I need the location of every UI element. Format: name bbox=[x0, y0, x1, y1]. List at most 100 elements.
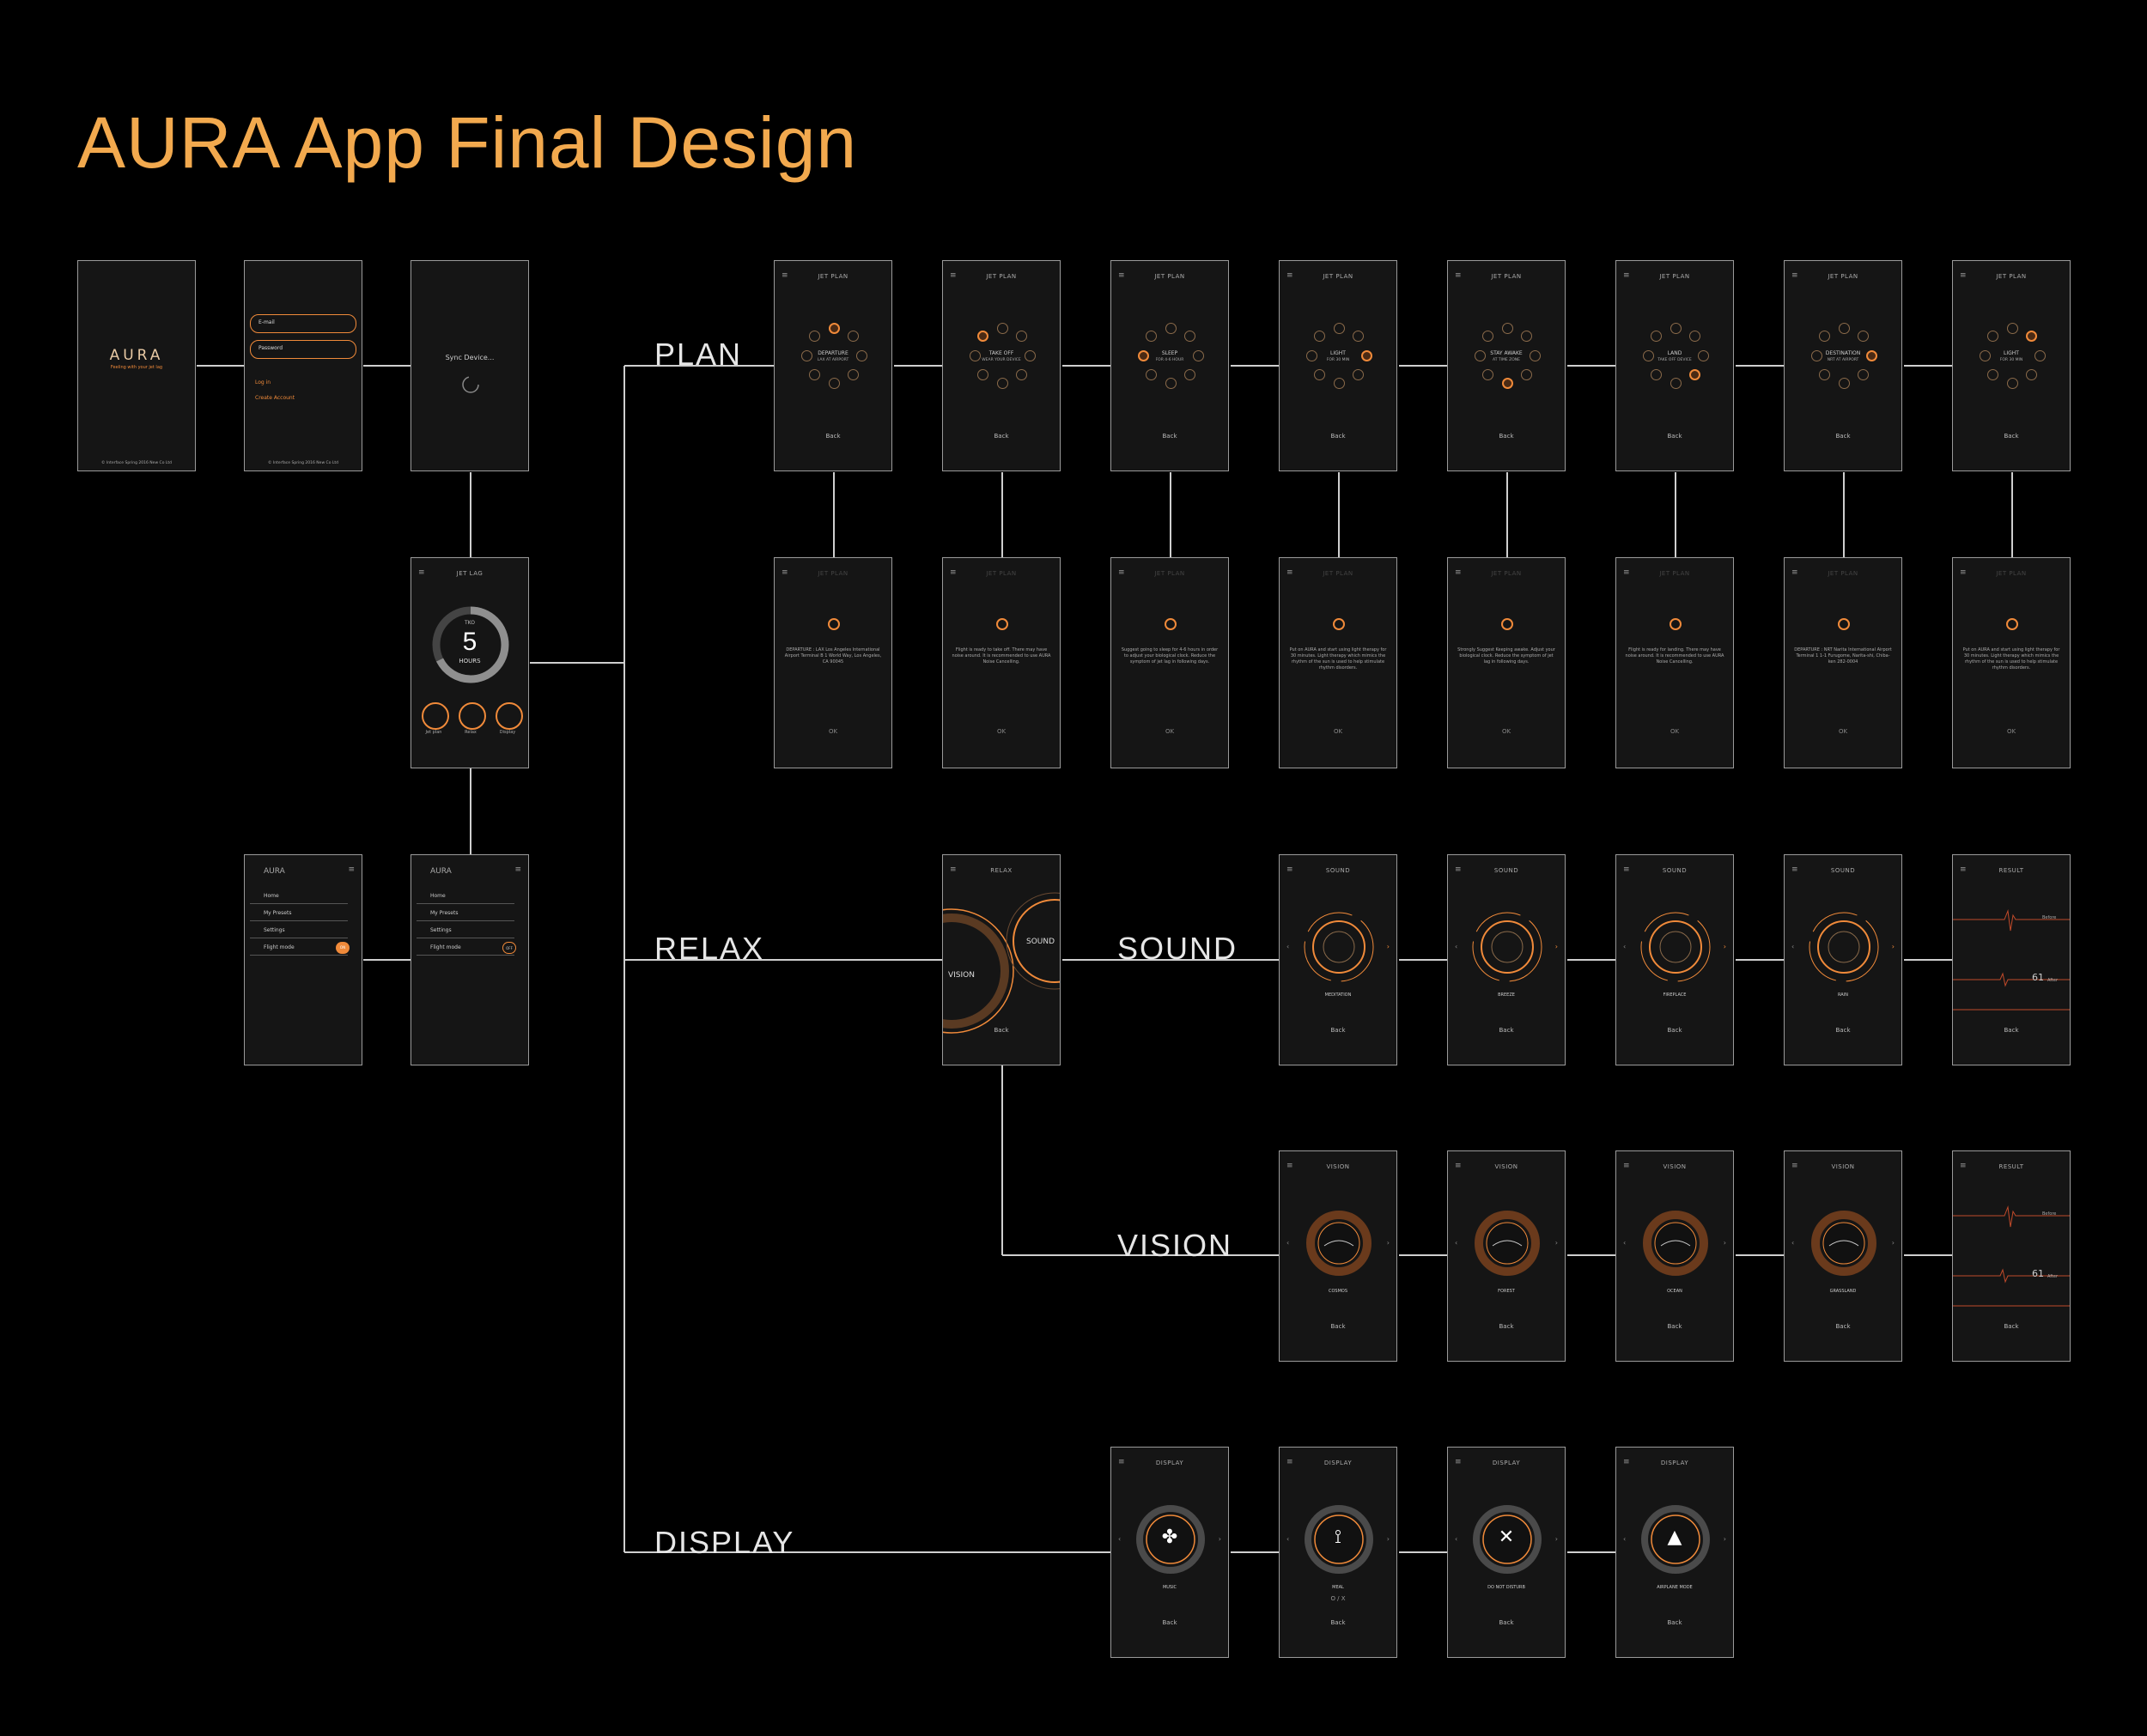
menu-icon[interactable]: ≡ bbox=[418, 568, 425, 577]
menu-icon[interactable]: ≡ bbox=[782, 271, 788, 280]
menu-icon[interactable]: ≡ bbox=[1623, 865, 1630, 874]
chevron-left-icon[interactable]: ‹ bbox=[1791, 943, 1795, 950]
ok-button[interactable]: OK bbox=[1838, 728, 1848, 735]
menu-icon[interactable]: ≡ bbox=[1118, 568, 1125, 577]
menu-item-settings[interactable]: Settings bbox=[417, 924, 514, 938]
step-icon[interactable] bbox=[1529, 349, 1541, 361]
menu-icon[interactable]: ≡ bbox=[1455, 1162, 1462, 1170]
vision-dial[interactable] bbox=[1805, 1205, 1882, 1282]
flight-mode-toggle[interactable]: ON bbox=[336, 942, 350, 954]
back-button[interactable]: Back bbox=[825, 433, 841, 440]
step-icon[interactable] bbox=[1145, 330, 1157, 342]
menu-icon[interactable]: ≡ bbox=[1960, 271, 1967, 280]
password-field[interactable]: Password bbox=[250, 340, 356, 359]
chevron-right-icon[interactable]: › bbox=[1554, 1535, 1558, 1543]
menu-item-presets[interactable]: My Presets bbox=[250, 907, 348, 921]
chevron-left-icon[interactable]: ‹ bbox=[1791, 1239, 1795, 1247]
step-icon[interactable] bbox=[1137, 349, 1149, 361]
step-icon[interactable] bbox=[2006, 322, 2018, 334]
step-icon[interactable] bbox=[2006, 377, 2018, 389]
step-icon[interactable] bbox=[1360, 349, 1372, 361]
menu-icon[interactable]: ≡ bbox=[1455, 271, 1462, 280]
menu-icon[interactable]: ≡ bbox=[1623, 271, 1630, 280]
back-button[interactable]: Back bbox=[1835, 1323, 1851, 1330]
step-icon[interactable] bbox=[1818, 369, 1830, 381]
menu-icon[interactable]: ≡ bbox=[1118, 271, 1125, 280]
step-icon[interactable] bbox=[996, 322, 1008, 334]
chevron-right-icon[interactable]: › bbox=[1723, 1535, 1726, 1543]
back-button[interactable]: Back bbox=[1499, 1027, 1514, 1034]
step-icon[interactable] bbox=[1670, 377, 1682, 389]
step-icon[interactable] bbox=[1333, 322, 1345, 334]
sound-dial[interactable] bbox=[1637, 908, 1714, 986]
step-icon[interactable] bbox=[1689, 330, 1701, 342]
menu-item-settings[interactable]: Settings bbox=[250, 924, 348, 938]
back-button[interactable]: Back bbox=[994, 1027, 1009, 1034]
vision-dial[interactable] bbox=[1637, 1205, 1714, 1282]
back-button[interactable]: Back bbox=[1667, 1323, 1682, 1330]
step-icon[interactable] bbox=[1986, 330, 1998, 342]
back-button[interactable]: Back bbox=[1835, 1027, 1851, 1034]
jet-plan-button[interactable] bbox=[422, 702, 449, 730]
chevron-left-icon[interactable]: ‹ bbox=[1623, 1239, 1627, 1247]
ok-button[interactable]: OK bbox=[1333, 728, 1343, 735]
menu-icon[interactable]: ≡ bbox=[1791, 865, 1798, 874]
menu-icon[interactable]: ≡ bbox=[1455, 1458, 1462, 1466]
back-button[interactable]: Back bbox=[1499, 1619, 1514, 1626]
menu-icon[interactable]: ≡ bbox=[1960, 865, 1967, 874]
step-icon[interactable] bbox=[2034, 349, 2046, 361]
display-dial[interactable] bbox=[1300, 1501, 1378, 1578]
step-icon[interactable] bbox=[808, 330, 820, 342]
chevron-right-icon[interactable]: › bbox=[1386, 943, 1390, 950]
step-icon[interactable] bbox=[1650, 330, 1662, 342]
step-icon[interactable] bbox=[848, 330, 860, 342]
step-icon[interactable] bbox=[1521, 330, 1533, 342]
step-icon[interactable] bbox=[1979, 349, 1991, 361]
ok-button[interactable]: OK bbox=[1670, 728, 1680, 735]
chevron-left-icon[interactable]: ‹ bbox=[1286, 1535, 1290, 1543]
menu-icon[interactable]: ≡ bbox=[950, 271, 957, 280]
back-button[interactable]: Back bbox=[1330, 433, 1346, 440]
chevron-right-icon[interactable]: › bbox=[1386, 1535, 1390, 1543]
back-button[interactable]: Back bbox=[2004, 1323, 2019, 1330]
step-icon[interactable] bbox=[1016, 330, 1028, 342]
email-field[interactable]: E-mail bbox=[250, 314, 356, 333]
step-icon[interactable] bbox=[1697, 349, 1709, 361]
menu-icon[interactable]: ≡ bbox=[1286, 271, 1293, 280]
menu-item-flight-mode[interactable]: Flight mode bbox=[417, 941, 514, 956]
step-icon[interactable] bbox=[976, 330, 988, 342]
chevron-right-icon[interactable]: › bbox=[1218, 1535, 1221, 1543]
menu-icon[interactable]: ≡ bbox=[1286, 568, 1293, 577]
chevron-left-icon[interactable]: ‹ bbox=[1286, 1239, 1290, 1247]
step-icon[interactable] bbox=[1184, 369, 1196, 381]
step-icon[interactable] bbox=[1313, 369, 1325, 381]
back-button[interactable]: Back bbox=[1330, 1323, 1346, 1330]
menu-icon[interactable]: ≡ bbox=[1960, 568, 1967, 577]
back-button[interactable]: Back bbox=[1667, 433, 1682, 440]
menu-icon[interactable]: ≡ bbox=[1118, 1458, 1125, 1466]
menu-icon[interactable]: ≡ bbox=[1623, 1162, 1630, 1170]
step-icon[interactable] bbox=[828, 322, 840, 334]
step-icon[interactable] bbox=[800, 349, 812, 361]
chevron-right-icon[interactable]: › bbox=[1891, 1239, 1895, 1247]
back-button[interactable]: Back bbox=[1162, 433, 1177, 440]
chevron-right-icon[interactable]: › bbox=[1554, 943, 1558, 950]
step-icon[interactable] bbox=[969, 349, 981, 361]
step-icon[interactable] bbox=[1838, 322, 1850, 334]
menu-icon[interactable]: ≡ bbox=[1791, 1162, 1798, 1170]
step-icon[interactable] bbox=[1353, 330, 1365, 342]
menu-icon[interactable]: ≡ bbox=[1286, 865, 1293, 874]
step-icon[interactable] bbox=[1810, 349, 1822, 361]
sound-dial[interactable] bbox=[1469, 908, 1546, 986]
display-button[interactable] bbox=[496, 702, 523, 730]
step-icon[interactable] bbox=[848, 369, 860, 381]
step-icon[interactable] bbox=[1184, 330, 1196, 342]
create-account-link[interactable]: Create Account bbox=[255, 395, 295, 401]
menu-icon[interactable]: ≡ bbox=[950, 865, 957, 874]
step-icon[interactable] bbox=[1333, 377, 1345, 389]
ok-button[interactable]: OK bbox=[2006, 728, 2016, 735]
menu-item-home[interactable]: Home bbox=[250, 889, 348, 904]
relax-button[interactable] bbox=[459, 702, 486, 730]
back-button[interactable]: Back bbox=[1330, 1619, 1346, 1626]
menu-icon[interactable]: ≡ bbox=[1286, 1458, 1293, 1466]
